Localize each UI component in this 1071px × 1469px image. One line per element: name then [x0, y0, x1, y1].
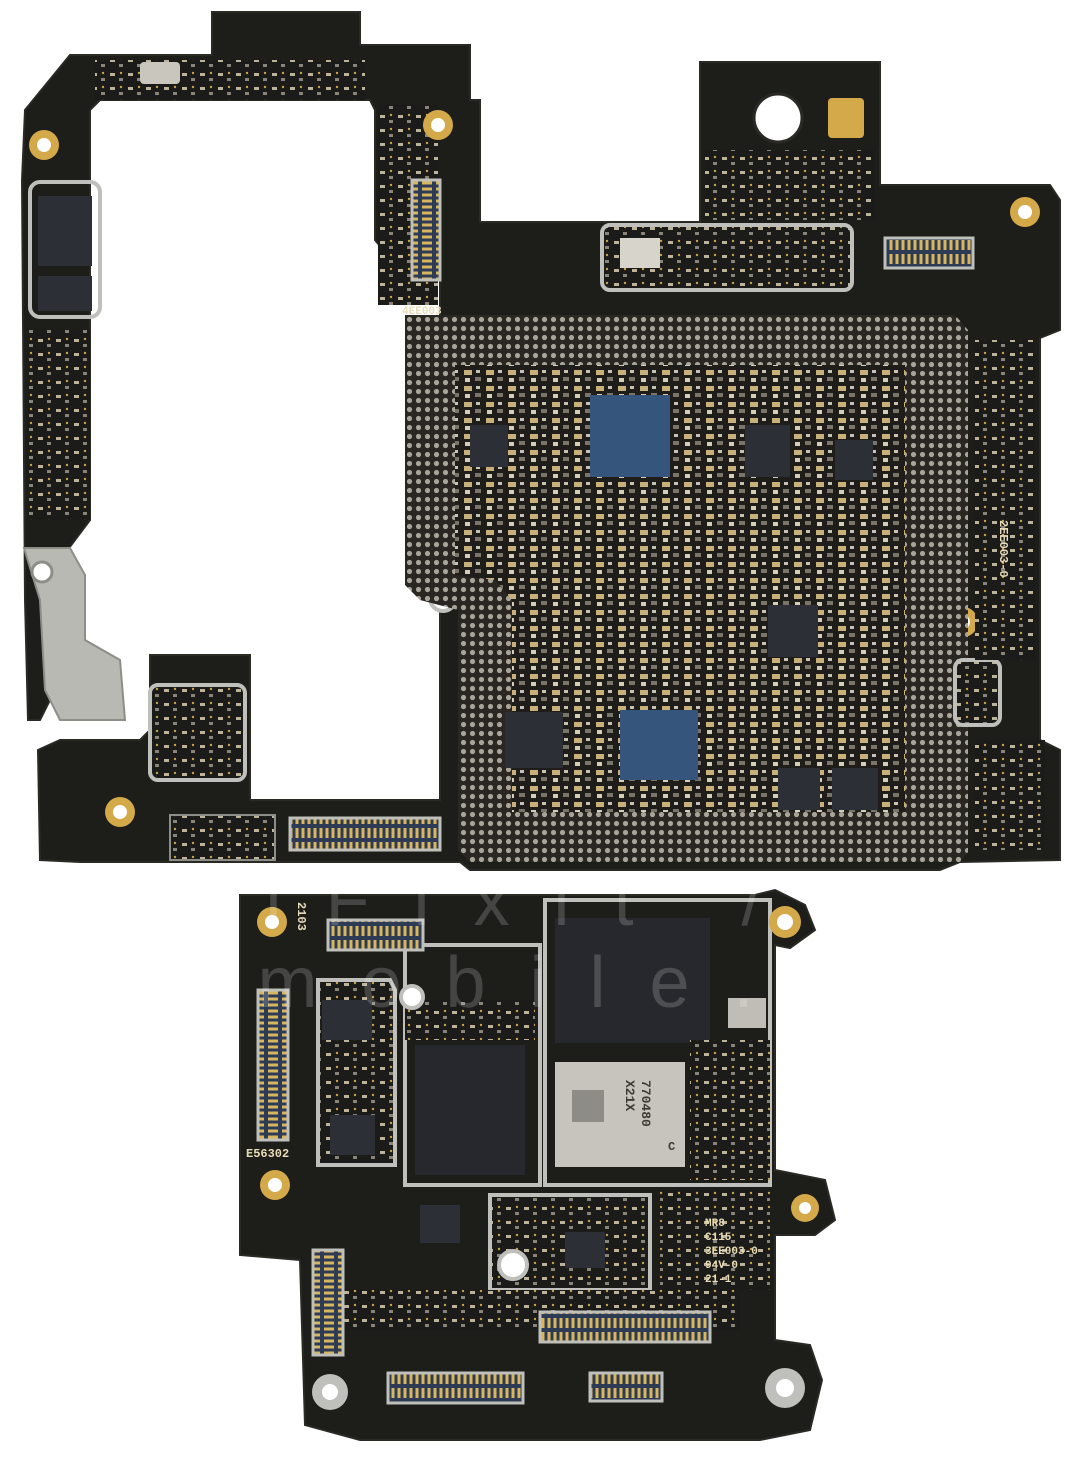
silk-label-2103: 2103 [294, 902, 308, 931]
lower-small-chip-1 [322, 1000, 372, 1040]
chip-marking-3: C [668, 1140, 675, 1154]
lower-connector-top [326, 918, 425, 952]
mount-hole [497, 1249, 529, 1281]
top-frame-parts [95, 60, 365, 100]
chip-marking-1: 770480 [638, 1080, 653, 1127]
left-chip-1 [38, 196, 92, 266]
lower-small-chip-4 [565, 1232, 605, 1268]
lower-pcb-board: 2103 E56302 770480 X21X C MR8 C115 3EE00… [239, 888, 837, 1441]
lower-shield-right [543, 898, 772, 1187]
sensor-module [620, 238, 660, 268]
left-shield-can [28, 180, 102, 319]
pmic-chip [745, 425, 790, 477]
connector-bottom [288, 816, 442, 852]
chip-marking-2: X21X [622, 1080, 637, 1111]
lower-connector-bottom [386, 1371, 525, 1405]
memory-chip [555, 918, 710, 1043]
lower-parts-field-3 [660, 1190, 770, 1290]
application-chip [415, 1045, 525, 1175]
right-edge-parts [975, 340, 1035, 660]
bga-chip-e [835, 440, 873, 480]
mount-hole [399, 984, 425, 1010]
top-center-shield [600, 223, 854, 292]
lower-small-chip-3 [420, 1205, 460, 1243]
rf-chip-datamatrix [572, 1090, 604, 1122]
connector-left-vertical [410, 178, 442, 282]
silk-label-2ee003: 2EE003-0 [996, 520, 1010, 578]
silk-label-4ee003: 4EE003 [402, 306, 442, 318]
left-chip-2 [38, 276, 92, 311]
connector-right-top [883, 236, 975, 270]
silk-mark-line: 3EE003-0 [705, 1246, 758, 1258]
soc-chip-lower [620, 710, 698, 780]
upper-pcb-board: 4EE003 2EE003-0 [20, 11, 1061, 871]
lower-parts-field-1 [690, 1040, 770, 1180]
silk-marking-block: MR8 C115 3EE003-0 94V-0 21-1 [705, 1218, 758, 1286]
silk-label-e56302: E56302 [246, 1147, 289, 1161]
bga-chip-c [778, 768, 820, 810]
right-lower-parts [975, 740, 1045, 850]
bga-chip-a [768, 605, 818, 657]
lower-connector-left [256, 988, 290, 1142]
soc-chip-upper [590, 395, 670, 477]
bga-inner-area [455, 365, 905, 812]
microphone-gold [828, 98, 864, 138]
right-side-shield [953, 658, 1002, 727]
lower-mounting-holes [257, 906, 819, 1410]
lower-connector-left-bottom [311, 1248, 345, 1357]
lower-small-chip-2 [330, 1115, 375, 1155]
connector-grid-left [169, 814, 276, 861]
lower-sensor [728, 998, 766, 1028]
bga-chip-d [832, 768, 878, 810]
silk-mark-line: 94V-0 [705, 1260, 738, 1272]
silk-mark-line: 21-1 [705, 1274, 732, 1286]
bga-chip-f [470, 425, 508, 467]
bracket-hole [30, 560, 54, 584]
lower-connector-middle [538, 1310, 712, 1344]
lower-connector-bottom-right [588, 1371, 664, 1403]
left-lower-shield [148, 683, 247, 782]
bga-chip-b [505, 712, 563, 768]
right-frame-parts [705, 150, 875, 220]
camera-cutout [752, 92, 804, 144]
lower-parts-field-4 [405, 1000, 535, 1040]
silk-mark-line: MR8 [705, 1218, 725, 1230]
left-small-parts [28, 330, 90, 520]
lower-shield-main [403, 943, 542, 1187]
metal-bracket [22, 547, 127, 721]
silk-mark-line: C115 [705, 1232, 732, 1244]
top-crystal [140, 62, 180, 84]
